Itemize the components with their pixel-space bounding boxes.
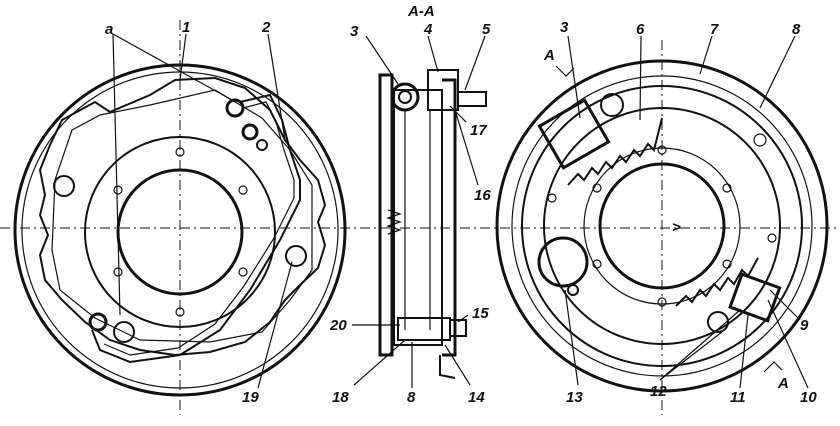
section-mark-lower [763,361,783,373]
left-brake-pipe-inner [103,101,295,356]
section-view [352,35,500,388]
right-view-assembly: > [495,35,840,415]
leader-s4 [427,35,439,73]
leader-r11 [739,314,749,389]
label-s18: 18 [332,389,349,406]
section-nut [449,319,467,337]
label-s3: 3 [350,23,359,40]
label-r10: 10 [800,389,817,406]
label-a: a [105,21,113,38]
leader-s5 [464,35,486,91]
right-adjuster-cam [707,311,729,333]
left-hub-holes [113,147,248,317]
leader-r7 [699,35,713,75]
left-fitting-mid [241,123,259,141]
leader-r12a [659,309,741,381]
label-r9: 9 [800,317,809,334]
section-drum-wall [442,78,457,357]
leader-r6 [639,35,642,121]
leader-a-2 [112,33,121,316]
label-s15: 15 [472,305,489,322]
section-fitting-block [427,69,459,111]
label-1: 1 [182,19,190,36]
right-hub-holes [592,145,732,307]
section-cylinder [390,82,420,112]
label-s16: 16 [474,187,491,204]
leader-s15 [457,314,469,323]
right-anchor-bolt [567,284,579,296]
left-mount-boss-lower [113,321,135,343]
label-19: 19 [242,389,259,406]
left-mount-boss-upper [53,175,75,197]
leader-s18 [353,339,406,386]
label-s14: 14 [468,389,485,406]
label-s20: 20 [329,317,347,334]
right-cylinder-fitting [600,93,624,117]
right-hub-ring [583,147,741,305]
right-lower-spring [675,257,759,307]
leader-r9 [769,289,801,321]
leader-r8 [759,35,796,109]
section-title: A-A [407,3,435,20]
right-shoe-lining-inner [543,107,781,345]
section-spring [386,209,402,235]
label-rA-lower: A [777,375,789,392]
right-hub-bore [598,162,726,290]
label-s17: 17 [470,122,487,139]
left-fitting-lower [88,312,108,332]
right-hub-mark: > [672,219,681,236]
right-hold-pin-upper [753,133,767,147]
left-hub-ring [84,136,276,328]
right-wheel-cylinder [537,98,611,170]
leader-a-1 [112,33,233,101]
leader-s16 [454,109,479,186]
leader-r3 [567,35,581,119]
right-outer-rim [495,59,829,393]
left-fitting-small [256,139,268,151]
left-plate-outline [38,76,327,357]
label-r6: 6 [636,21,645,38]
leader-s3 [365,35,399,85]
right-drum-edge [511,75,813,377]
left-inner-rim [21,71,339,389]
right-hold-pin-right [767,233,777,243]
label-r7: 7 [710,21,719,38]
label-r12: 12 [650,383,667,400]
label-r13: 13 [566,389,583,406]
label-r3: 3 [560,19,569,36]
label-r8: 8 [792,21,801,38]
section-drum-flange [439,355,456,379]
leader-r12b [659,331,723,381]
section-bleed-screw [457,91,487,107]
section-shoe [393,89,443,346]
leader-s14 [444,344,471,386]
left-outer-rim [13,63,347,397]
right-hold-pin-left [547,193,557,203]
leader-1 [179,33,187,81]
section-backing-plate [378,73,394,357]
label-s5: 5 [482,21,491,38]
leader-2 [267,33,286,141]
leader-r13 [564,289,579,386]
left-mount-boss-right [285,245,307,267]
label-s4: 4 [423,21,433,38]
section-cylinder-bore [398,90,412,104]
right-anchor-pin [537,236,589,288]
label-s8: 8 [407,389,416,406]
section-mark-upper [555,65,575,77]
left-plate-inner-outline [51,89,313,343]
right-upper-spring [567,117,663,186]
label-r11: 11 [730,389,746,406]
label-rA-upper: A [543,47,555,64]
right-adjuster [728,272,782,323]
right-shoe-lining-outer [521,85,803,367]
left-view-backing-plate [0,20,360,415]
leader-r10 [767,299,809,389]
leader-19 [257,261,293,389]
leader-s17 [449,105,467,123]
label-2: 2 [261,19,271,36]
